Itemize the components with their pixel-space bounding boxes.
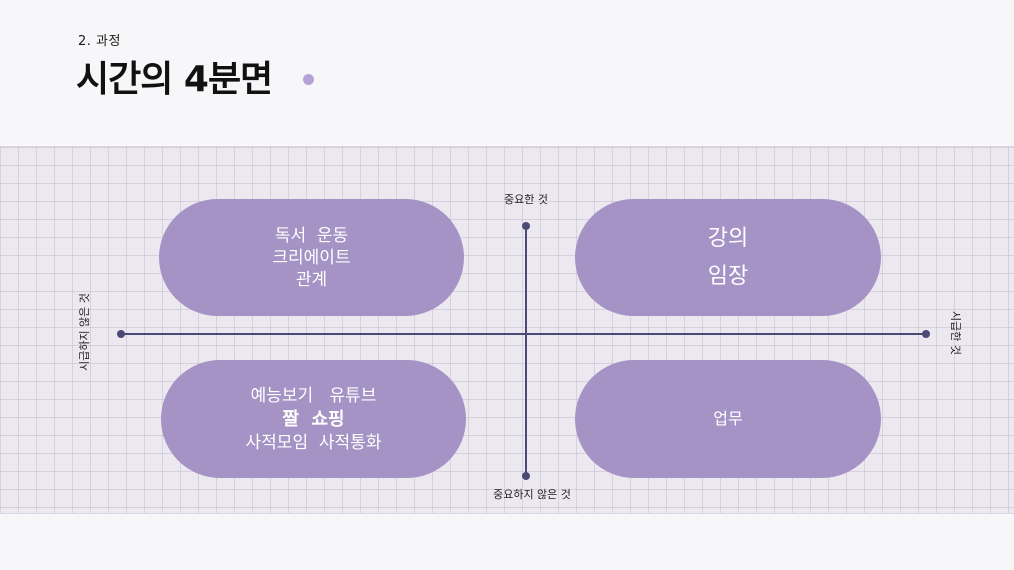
quadrant-not-urgent-not-important: 예능보기 유튜브 짤 쇼핑 사적모임 사적통화 [161,360,466,478]
quadrant-line: 강의 [707,225,749,251]
axis-endpoint-top [522,222,530,230]
quadrant-not-urgent-important: 독서 운동 크리에이트 관계 [159,199,464,316]
quadrant-line: 사적모임 사적통화 [245,432,382,453]
axis-endpoint-left [117,330,125,338]
axis-label-important: 중요한 것 [504,193,548,206]
axis-endpoint-right [922,330,930,338]
title-accent-dot [303,74,314,85]
quadrant-line: 관계 [295,269,328,290]
quadrant-urgent-not-important: 업무 [575,360,881,478]
quadrant-urgent-important: 강의 임장 [575,199,881,316]
quadrant-line: 업무 [713,409,743,428]
quadrant-line: 예능보기 유튜브 [250,385,377,406]
quadrant-line: 독서 운동 [274,225,349,246]
axis-label-not-urgent: 시급하지 않은 것 [78,293,91,371]
axis-endpoint-bottom [522,472,530,480]
quadrant-line: 임장 [707,263,749,289]
page-title: 시간의 4분면 [76,59,273,100]
axis-label-not-important: 중요하지 않은 것 [493,488,571,501]
quadrant-line: 짤 쇼핑 [282,408,345,430]
section-subtitle: 2. 과정 [78,34,121,49]
quadrant-line: 크리에이트 [272,247,351,268]
axis-label-urgent: 시급한 것 [949,311,962,355]
